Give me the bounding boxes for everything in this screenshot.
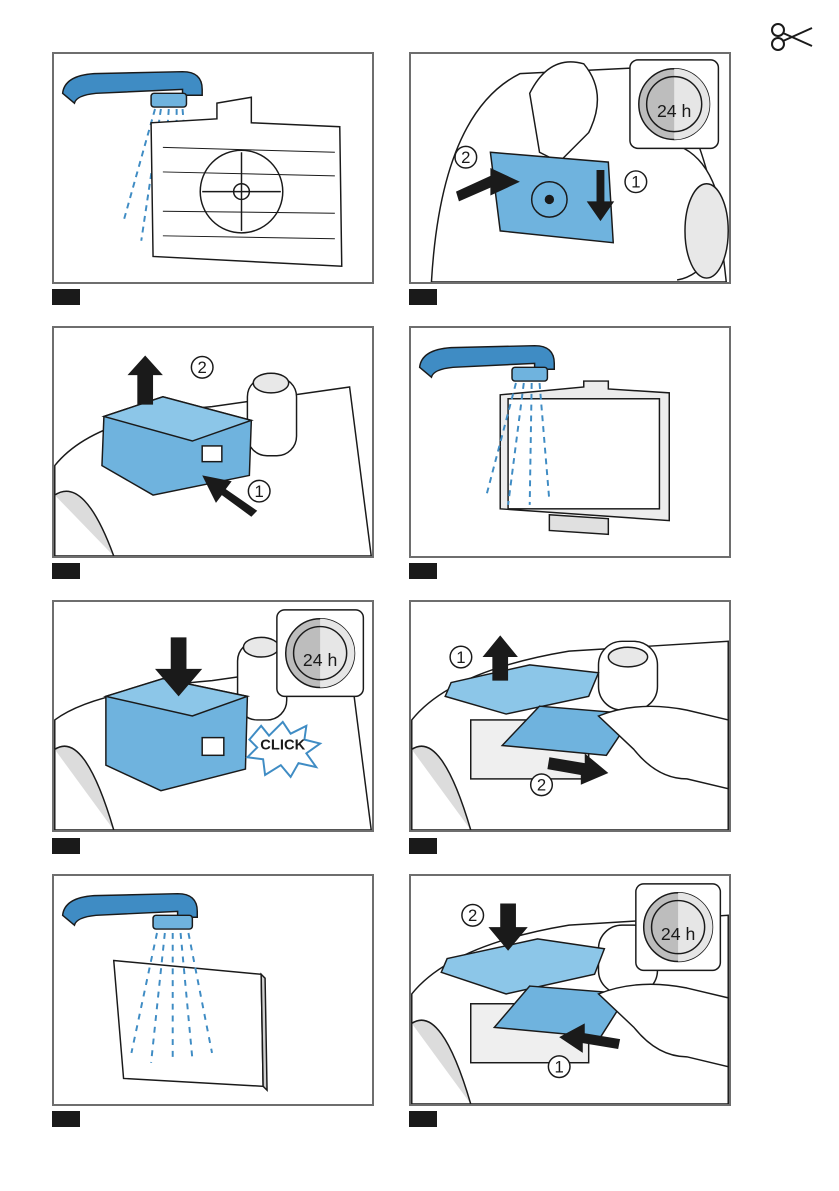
fine-filter-blue — [490, 152, 613, 242]
hepa-grid-filter — [500, 381, 669, 534]
step-number-tag — [409, 563, 437, 579]
step-panel-rinse-hepa-filter — [409, 326, 731, 558]
callout-label: 1 — [456, 648, 465, 667]
step-number-tag — [52, 563, 80, 579]
faucet-icon — [420, 346, 555, 381]
callout-label: 1 — [631, 173, 640, 192]
callout-label: 1 — [555, 1058, 564, 1077]
step-panel-rinse-fine-filter — [52, 52, 374, 284]
faucet-icon — [63, 72, 203, 107]
callout-label: 2 — [537, 776, 546, 795]
step-panel-insert-hepa-filter: CLICK 24 h — [52, 600, 374, 832]
scissors-icon — [770, 22, 814, 52]
callout-label: 1 — [255, 482, 264, 501]
faucet-icon — [63, 894, 198, 929]
step-number-tag — [409, 838, 437, 854]
insert-hepa-filter-illustration: CLICK 24 h — [54, 602, 372, 830]
rinse-fine-filter-illustration — [54, 54, 372, 282]
timer-label: 24 h — [303, 650, 337, 670]
timer-24h-icon: 24 h — [636, 884, 721, 970]
step-number-tag — [409, 289, 437, 305]
step-panel-reinsert-fine-filter: 2 1 24 h — [409, 52, 731, 284]
step-number-tag — [409, 1111, 437, 1127]
callout-label: 2 — [468, 906, 477, 925]
timer-label: 24 h — [661, 924, 695, 944]
step-number-tag — [52, 289, 80, 305]
step-panel-remove-hepa-filter: 2 1 — [52, 326, 374, 558]
fine-filter-frame — [151, 97, 342, 266]
arrow-icon — [128, 356, 163, 405]
step-number-tag — [52, 1111, 80, 1127]
callout-label: 2 — [461, 148, 470, 167]
callout-label: 2 — [198, 358, 207, 377]
timer-label: 24 h — [657, 101, 691, 121]
step-panel-remove-motor-filter: 1 2 — [409, 600, 731, 832]
timer-24h-icon: 24 h — [277, 610, 363, 696]
timer-24h-icon: 24 h — [630, 60, 718, 148]
rinse-hepa-filter-illustration — [411, 328, 729, 556]
rinse-filter-pad-illustration — [54, 876, 372, 1104]
step-panel-rinse-filter-pad — [52, 874, 374, 1106]
step-panel-insert-motor-filter: 2 1 24 h — [409, 874, 731, 1106]
hepa-filter-blue — [106, 679, 248, 791]
remove-hepa-filter-illustration: 2 1 — [54, 328, 372, 556]
insert-motor-filter-illustration: 2 1 24 h — [411, 876, 729, 1104]
remove-motor-filter-illustration: 1 2 — [411, 602, 729, 830]
click-label: CLICK — [260, 737, 305, 753]
reinsert-fine-filter-illustration: 2 1 24 h — [411, 54, 729, 282]
step-number-tag — [52, 838, 80, 854]
